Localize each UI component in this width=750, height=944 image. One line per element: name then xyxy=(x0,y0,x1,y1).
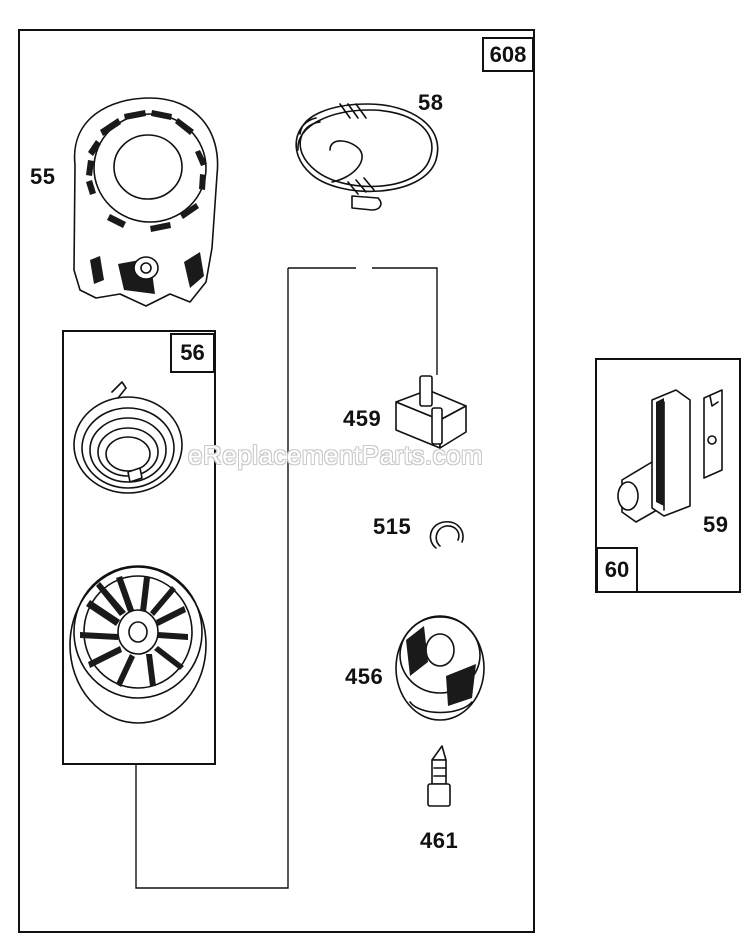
retainer-clip-part xyxy=(429,521,464,549)
starter-handle-part xyxy=(617,389,723,523)
starter-subassembly-frame xyxy=(62,330,216,765)
starter-subassembly-ref-box: 56 xyxy=(170,333,215,373)
blower-housing-part xyxy=(73,97,219,307)
starter-pulley-part xyxy=(69,565,207,724)
callout-cup: 456 xyxy=(345,664,384,689)
starter-pawl-part xyxy=(395,375,467,449)
callout-screw: 461 xyxy=(420,828,459,853)
callout-handle: 59 xyxy=(703,512,729,537)
connector-line-housing xyxy=(135,268,289,889)
callout-rope: 58 xyxy=(418,90,444,115)
recoil-spring-part xyxy=(73,381,183,494)
handle-subassembly-frame xyxy=(595,358,741,593)
main-assembly-ref-box: 608 xyxy=(482,37,534,72)
starter-cup-part xyxy=(395,615,485,721)
connector-line-pawl xyxy=(288,267,438,375)
starter-rope-part xyxy=(295,103,439,211)
handle-subassembly-ref-box: 60 xyxy=(596,547,638,593)
main-assembly-frame xyxy=(18,29,535,933)
callout-housing: 55 xyxy=(30,164,56,189)
callout-pawl: 459 xyxy=(343,406,382,431)
shoulder-screw-part xyxy=(427,745,451,807)
callout-retainer: 515 xyxy=(373,514,412,539)
